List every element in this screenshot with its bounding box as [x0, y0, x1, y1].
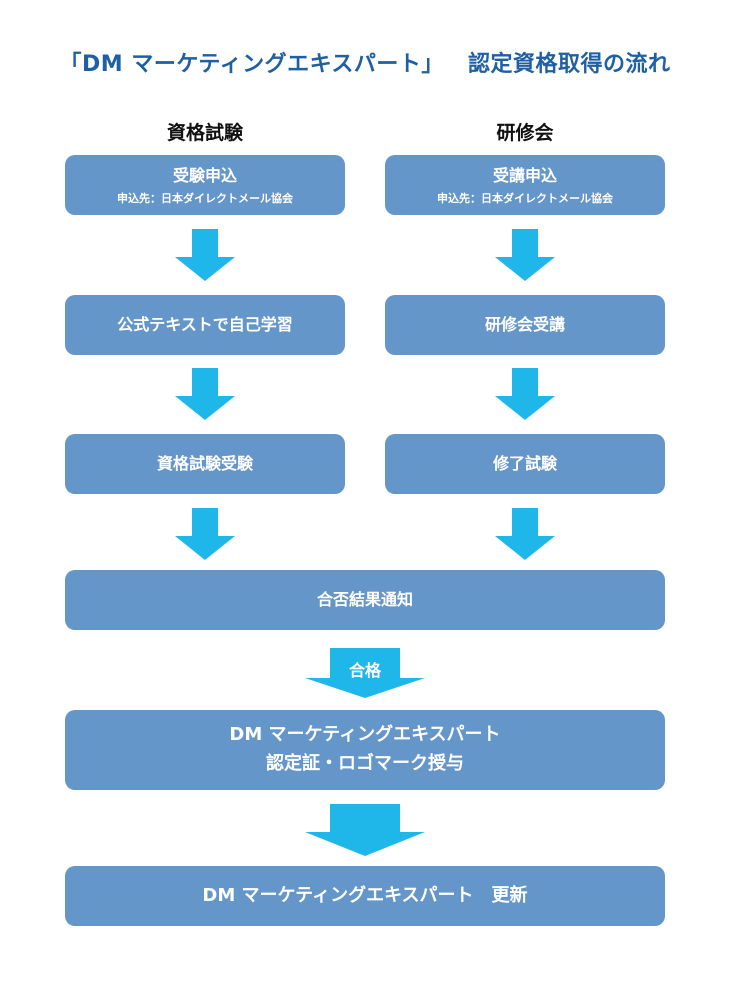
- box-renewal-label: DM マーケティングエキスパート 更新: [202, 884, 528, 906]
- box-self-study-label: 公式テキストで自己学習: [117, 315, 293, 334]
- arrow-down-icon: [175, 368, 235, 420]
- box-completion-exam: 修了試験: [385, 434, 665, 494]
- box-exam-application-label: 受験申込: [172, 166, 237, 185]
- box-exam-application: 受験申込 申込先：日本ダイレクトメール協会: [65, 155, 345, 215]
- box-certification: DM マーケティングエキスパート 認定証・ロゴマーク授与: [65, 710, 665, 790]
- arrow-down-icon: [175, 508, 235, 560]
- arrow-down-icon: [495, 229, 555, 281]
- box-certification-line2: 認定証・ロゴマーク授与: [266, 753, 464, 774]
- column-header-exam: 資格試験: [166, 122, 243, 144]
- column-header-seminar: 研修会: [496, 122, 554, 144]
- arrow-down-icon: [495, 368, 555, 420]
- box-take-exam-label: 資格試験受験: [156, 454, 253, 473]
- box-seminar-application: 受講申込 申込先：日本ダイレクトメール協会: [385, 155, 665, 215]
- page-title: 「DM マーケティングエキスパート」認定資格取得の流れ: [0, 46, 730, 78]
- box-self-study: 公式テキストで自己学習: [65, 295, 345, 355]
- box-result-notice: 合否結果通知: [65, 570, 665, 630]
- box-exam-application-sub: 申込先：日本ダイレクトメール協会: [117, 192, 293, 205]
- box-result-notice-label: 合否結果通知: [316, 590, 413, 609]
- page-title-left: 「DM マーケティングエキスパート」: [59, 52, 444, 77]
- page-title-right: 認定資格取得の流れ: [467, 52, 671, 77]
- box-attend-seminar: 研修会受講: [385, 295, 665, 355]
- pass-label: 合格: [348, 661, 381, 680]
- arrow-down-icon: [305, 804, 425, 856]
- arrow-down-pass-icon: [305, 648, 425, 698]
- box-attend-seminar-label: 研修会受講: [484, 315, 565, 334]
- box-seminar-application-label: 受講申込: [492, 166, 557, 185]
- arrow-down-icon: [175, 229, 235, 281]
- box-certification-line1: DM マーケティングエキスパート: [229, 724, 501, 746]
- box-renewal: DM マーケティングエキスパート 更新: [65, 866, 665, 926]
- box-completion-exam-label: 修了試験: [492, 454, 557, 473]
- box-take-exam: 資格試験受験: [65, 434, 345, 494]
- box-seminar-application-sub: 申込先：日本ダイレクトメール協会: [437, 192, 613, 205]
- arrow-down-icon: [495, 508, 555, 560]
